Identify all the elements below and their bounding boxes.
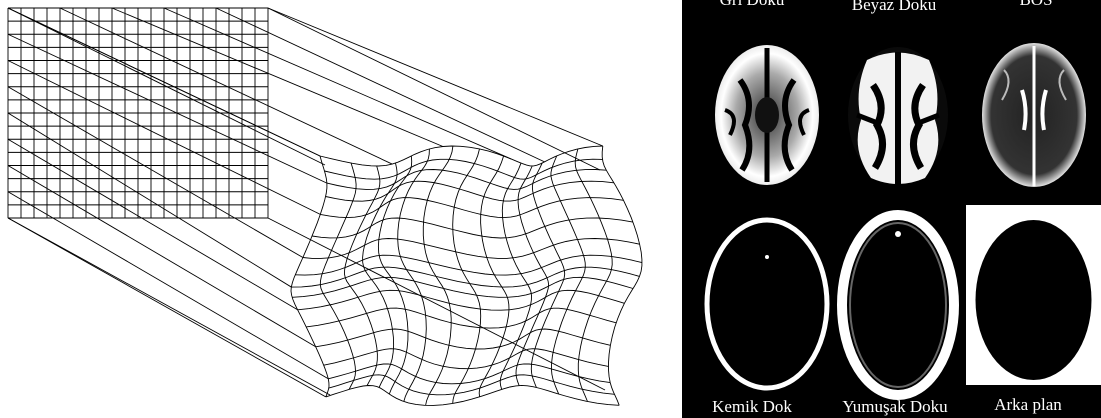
label-background: Arka plan (994, 395, 1062, 415)
warped-grid-row (306, 308, 616, 328)
projection-line (8, 218, 330, 395)
label-bone: Kemik Dok (712, 397, 792, 417)
grid-deformation-diagram (0, 0, 682, 418)
label-soft-tissue: Yumuşak Doku (842, 397, 947, 417)
label-csf: BOS (1019, 0, 1052, 10)
projection-line (268, 8, 603, 146)
warped-grid-row (298, 290, 625, 310)
projection-line (8, 87, 303, 258)
warped-grid-row (325, 159, 603, 179)
projection-line (8, 218, 326, 397)
gray-matter-map (700, 30, 834, 200)
projection-line (216, 8, 545, 162)
warped-grid-row (292, 277, 633, 297)
warped-grid-row (326, 181, 614, 201)
warped-grid-row (312, 218, 633, 238)
warped-grid-column (551, 156, 585, 394)
warped-grid-column (398, 149, 430, 402)
projection-line (8, 166, 316, 347)
projection-line (8, 139, 298, 310)
label-white-matter: Beyaz Doku (852, 0, 937, 15)
warped-grid-row (320, 146, 603, 166)
csf-map (974, 30, 1094, 200)
tissue-map-panel: Gri Doku Beyaz Doku BOS (682, 0, 1101, 418)
warped-grid-row (327, 170, 606, 190)
white-matter-map (837, 30, 959, 200)
warped-grid-column (500, 163, 531, 389)
warped-grid-column (453, 149, 481, 404)
warped-grid-row (316, 329, 611, 349)
projection-line (8, 34, 327, 183)
projection-line (8, 192, 328, 379)
warped-grid-column (378, 156, 411, 394)
soft-tissue-map (837, 210, 959, 400)
background-map (966, 205, 1101, 385)
warped-grid-row (324, 349, 609, 369)
label-gray-matter: Gri Doku (720, 0, 785, 10)
warped-grid-row (326, 385, 619, 405)
projection-line (268, 8, 600, 170)
warped-grid-column (423, 146, 453, 405)
bone-map (700, 215, 834, 393)
